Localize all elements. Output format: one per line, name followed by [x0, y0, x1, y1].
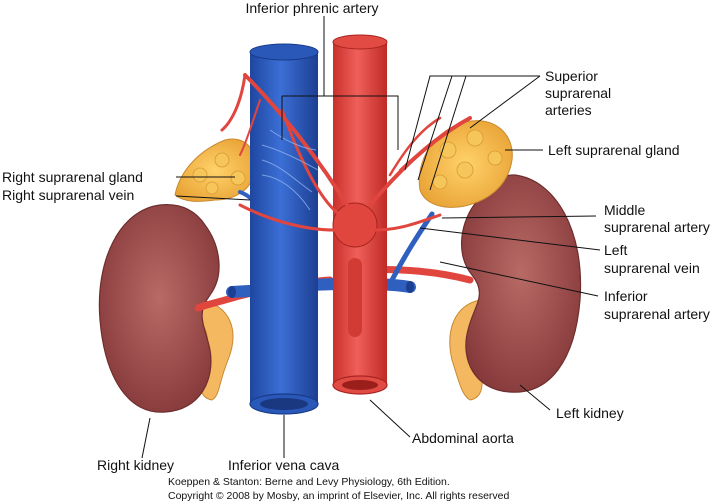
inferior-phrenic-artery-branches [220, 73, 472, 232]
left-renal-vein-end [406, 281, 414, 293]
ivc-bottom-lumen [260, 398, 308, 410]
label-right-suprarenal-vein: Right suprarenal vein [2, 187, 134, 203]
right-kidney [98, 204, 220, 413]
label-inferior-phrenic-artery: Inferior phrenic artery [245, 0, 378, 16]
label-left-suprarenal-vein-1: Left [604, 242, 627, 258]
label-left-kidney: Left kidney [556, 405, 624, 421]
label-middle-suprarenal-artery-1: Middle [604, 202, 645, 218]
label-inferior-vena-cava: Inferior vena cava [228, 457, 339, 473]
label-right-kidney: Right kidney [97, 457, 174, 473]
label-superior-suprarenal-arteries-1: Superior [545, 68, 598, 84]
label-superior-suprarenal-arteries-2: suprarenal [545, 85, 611, 101]
label-inferior-suprarenal-artery-1: Inferior [604, 288, 648, 304]
left-kidney [460, 174, 582, 393]
aortic-branch-cluster [332, 202, 378, 248]
right-renal-vein-end [228, 286, 236, 298]
label-left-suprarenal-vein-2: suprarenal vein [604, 260, 700, 276]
label-right-suprarenal-gland: Right suprarenal gland [2, 169, 143, 185]
venous-tributaries [261, 129, 319, 211]
label-inferior-suprarenal-artery-2: suprarenal artery [604, 306, 710, 322]
aorta-top-opening [332, 34, 388, 50]
label-left-suprarenal-gland: Left suprarenal gland [548, 142, 680, 158]
right-suprarenal-gland [174, 138, 256, 202]
label-superior-suprarenal-arteries-3: arteries [545, 102, 592, 118]
left-suprarenal-gland [418, 120, 513, 208]
ivc-top-opening [249, 43, 319, 61]
label-abdominal-aorta: Abdominal aorta [412, 430, 514, 446]
aorta-bottom-lumen [342, 380, 378, 390]
leader-lines [141, 16, 601, 459]
credit-line-1: Koeppen & Stanton: Berne and Levy Physio… [168, 476, 450, 488]
label-middle-suprarenal-artery-2: suprarenal artery [604, 219, 710, 235]
credit-line-2: Copyright © 2008 by Mosby, an imprint of… [168, 490, 510, 502]
